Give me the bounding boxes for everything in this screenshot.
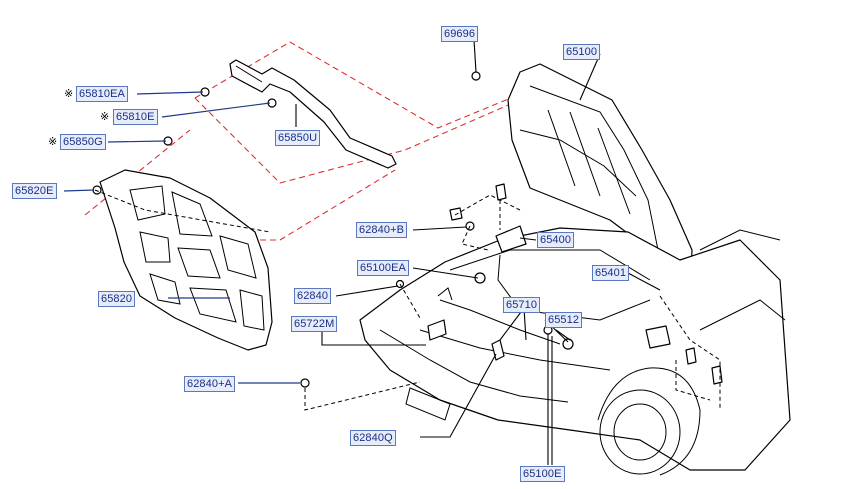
hood-seal-strip (229, 59, 397, 169)
leader-lines (63, 39, 661, 465)
construction-dashes (94, 189, 721, 411)
marker-65850G: ※ (48, 135, 58, 148)
callout-65100[interactable]: 65100 (563, 44, 601, 60)
callout-65401[interactable]: 65401 (592, 265, 630, 281)
callout-62840B[interactable]: 62840+B (356, 222, 408, 238)
hood-insulator (99, 169, 273, 351)
callout-65400[interactable]: 65400 (537, 232, 575, 248)
callout-65850G[interactable]: 65850G (60, 134, 106, 150)
callout-69696[interactable]: 69696 (441, 26, 479, 42)
callout-65512[interactable]: 65512 (545, 312, 583, 328)
vehicle-body (359, 227, 791, 476)
callout-65820[interactable]: 65820 (98, 291, 136, 307)
marker-65810EA: ※ (64, 87, 74, 100)
callout-65100EA[interactable]: 65100EA (357, 260, 409, 276)
callout-62840[interactable]: 62840 (294, 288, 332, 304)
callout-65722M[interactable]: 65722M (291, 316, 338, 332)
marker-65810E: ※ (100, 110, 110, 123)
callout-65820E[interactable]: 65820E (12, 183, 57, 199)
clips-top-left (92, 87, 277, 195)
callout-65810EA[interactable]: 65810EA (76, 86, 128, 102)
callout-65810E[interactable]: 65810E (113, 109, 158, 125)
callout-62840Q[interactable]: 62840Q (350, 430, 396, 446)
callout-65710[interactable]: 65710 (503, 297, 541, 313)
callout-65100E[interactable]: 65100E (520, 466, 565, 482)
callout-62840A[interactable]: 62840+A (184, 376, 236, 392)
callout-65850U[interactable]: 65850U (275, 130, 321, 146)
